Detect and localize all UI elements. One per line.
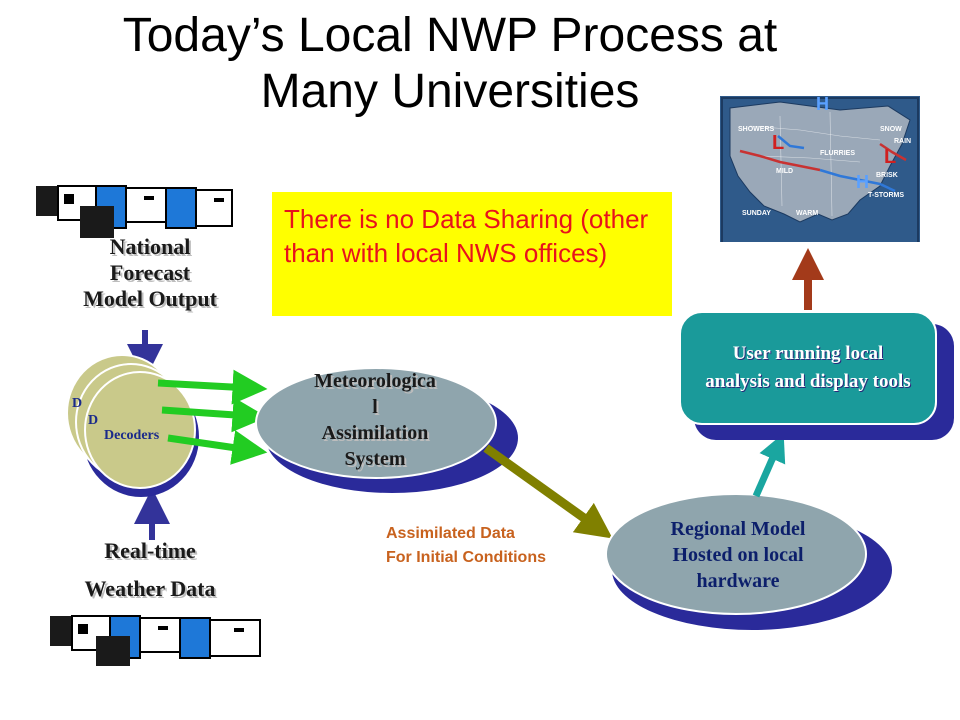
assimilation-line-3: Assimilation [321, 422, 429, 444]
server-cluster-icon-top [36, 185, 233, 238]
green-arrows [157, 369, 268, 465]
regional-line-2: Hosted on local [672, 544, 804, 566]
assimilation-line-2: l [372, 396, 378, 418]
national-forecast-label: National Forecast Model Output [60, 234, 240, 312]
arrow-assimilation-to-regional [483, 444, 613, 539]
regional-model-label: Regional Model Hosted on local hardware [610, 516, 866, 594]
realtime-line-1: Real-time [104, 538, 196, 563]
weather-map-labels: H H L L SHOWERS FLURRIES MILD SNOW RAIN … [720, 94, 920, 246]
title-line-1: Today’s Local NWP Process at [122, 9, 778, 62]
regional-line-3: hardware [696, 570, 780, 592]
assimilation-system-shape [255, 367, 518, 493]
no-data-sharing-note: There is no Data Sharing (other than wit… [272, 192, 672, 316]
assimilated-line-2: For Initial Conditions [386, 549, 546, 566]
national-line-1: National [109, 234, 191, 259]
assimilated-data-label: Assimilated Data For Initial Conditions [386, 522, 546, 570]
assimilated-line-1: Assimilated Data [386, 525, 515, 542]
user-line-1: User running local [732, 343, 884, 364]
decoders-label: Decoders [104, 428, 160, 443]
decoders-back-label-1: D [72, 396, 83, 411]
map-label-showers: SHOWERS [738, 126, 775, 133]
map-label-brisk: BRISK [876, 172, 898, 179]
map-label-warm: WARM [796, 210, 819, 217]
title-line-2: Many Universities [260, 65, 640, 118]
map-label-flurries: FLURRIES [820, 150, 855, 157]
user-tools-label: User running local analysis and display … [664, 340, 952, 396]
note-text: There is no Data Sharing (other than wit… [284, 204, 649, 268]
map-label-snow: SNOW [880, 126, 902, 133]
decoders-back-label-2: D [88, 413, 99, 428]
user-line-2: analysis and display tools [705, 371, 911, 392]
map-label-sunday: SUNDAY [742, 210, 771, 217]
arrow-regional-to-user [752, 433, 786, 498]
weather-map-image [720, 96, 920, 246]
user-tools-shape [679, 311, 954, 440]
map-label-rain: RAIN [894, 138, 912, 145]
map-label-high-2: H [856, 172, 869, 192]
map-label-low-1: L [772, 132, 785, 154]
national-line-3: Model Output [83, 286, 217, 311]
assimilation-line-1: Meteorologica [314, 370, 436, 392]
assimilation-system-label: Meteorologica l Assimilation System [270, 368, 480, 472]
map-label-tstorms: T-STORMS [868, 192, 905, 199]
regional-model-shape [605, 493, 892, 630]
realtime-line-2: Weather Data [84, 576, 216, 601]
map-label-low-2: L [884, 146, 897, 168]
map-label-high-1: H [816, 94, 829, 114]
assimilation-line-4: System [344, 448, 406, 470]
map-label-mild: MILD [776, 168, 794, 175]
decoders-stack [66, 354, 199, 497]
regional-line-1: Regional Model [670, 518, 806, 540]
realtime-weather-label: Real-time Weather Data [60, 538, 240, 602]
page-title: Today’s Local NWP Process at Many Univer… [0, 8, 900, 120]
national-line-2: Forecast [109, 260, 191, 285]
server-cluster-icon-bottom [50, 615, 261, 666]
